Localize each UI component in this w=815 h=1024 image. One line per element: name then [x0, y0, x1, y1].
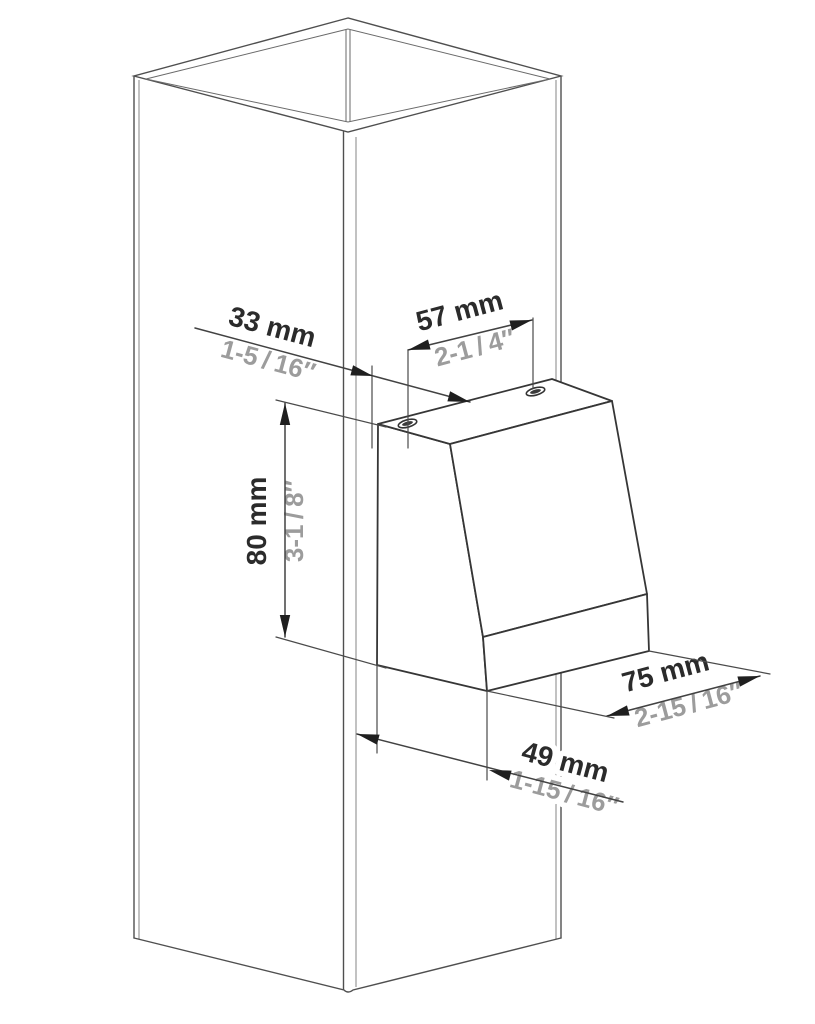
dimension-80mm	[275, 399, 387, 669]
dimension-49mm	[355, 664, 624, 803]
dimension-57mm	[406, 314, 534, 449]
dimension-33mm	[194, 327, 472, 449]
mounting-bracket	[376, 378, 650, 692]
dim-80mm-imperial-label: 3-1 / 8″	[279, 480, 309, 562]
post-inner-corner-edge	[345, 30, 351, 122]
dim-80mm-metric-label: 80 mm	[241, 477, 272, 566]
post-top-rim-outer	[131, 17, 564, 133]
post-top-rim-inner	[145, 28, 551, 123]
dimension-lines	[194, 314, 771, 803]
screw-hole-right	[525, 386, 546, 397]
dimension-75mm	[486, 650, 771, 722]
post-bottom-edge	[133, 937, 562, 993]
square-post	[131, 17, 564, 993]
